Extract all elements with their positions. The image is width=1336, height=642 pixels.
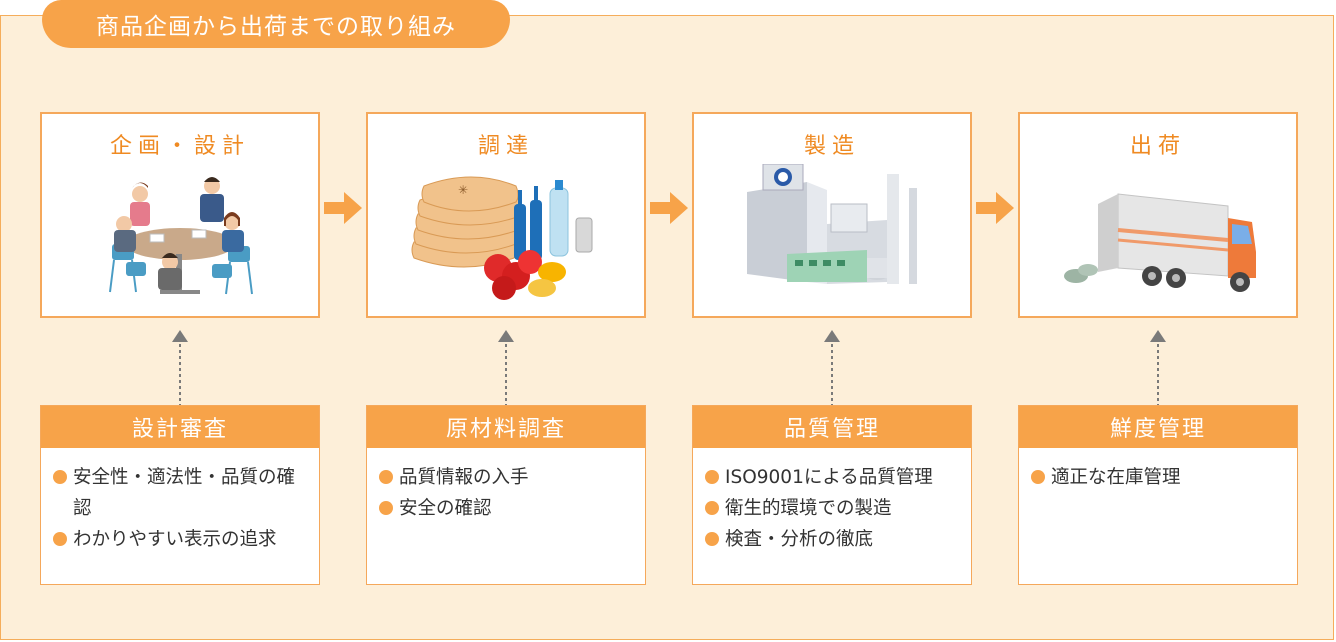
dashed-arrow-up-icon — [1150, 330, 1166, 406]
dashed-arrow-up-icon — [498, 330, 514, 406]
list-item: 衛生的環境での製造 — [705, 493, 961, 524]
list-item: 安全の確認 — [379, 493, 635, 524]
arrow-right-icon — [976, 192, 1014, 224]
step-title: 製造 — [803, 134, 860, 159]
list-item: 安全性・適法性・品質の確認 — [53, 462, 309, 524]
card-title: 原材料調査 — [367, 406, 645, 448]
list-item: 品質情報の入手 — [379, 462, 635, 493]
materials-illustration-icon: ✳ — [411, 176, 593, 300]
step-title: 調達 — [477, 134, 534, 159]
bullet-icon — [379, 501, 393, 515]
card-design-review: 設計審査 安全性・適法性・品質の確認 わかりやすい表示の追求 — [40, 405, 320, 585]
step-title: 出荷 — [1129, 134, 1186, 159]
step-title: 企画・設計 — [109, 134, 250, 159]
list-item: ISO9001による品質管理 — [705, 462, 961, 493]
arrow-right-icon — [650, 192, 688, 224]
list-item: 検査・分析の徹底 — [705, 524, 961, 555]
factory-illustration-icon — [747, 164, 917, 284]
card-title: 鮮度管理 — [1019, 406, 1297, 448]
bullet-icon — [53, 470, 67, 484]
page-title: 商品企画から出荷までの取り組み — [42, 0, 510, 48]
bullet-icon — [705, 470, 719, 484]
step-shipping: 出荷 — [1018, 112, 1298, 318]
card-title: 設計審査 — [41, 406, 319, 448]
dashed-arrow-up-icon — [172, 330, 188, 406]
step-planning: 企画・設計 — [40, 112, 320, 318]
card-freshness-control: 鮮度管理 適正な在庫管理 — [1018, 405, 1298, 585]
bullet-icon — [705, 501, 719, 515]
step-procurement: 調達 ✳ — [366, 112, 646, 318]
card-material-survey: 原材料調査 品質情報の入手 安全の確認 — [366, 405, 646, 585]
dashed-arrow-up-icon — [824, 330, 840, 406]
list-item: わかりやすい表示の追求 — [53, 524, 309, 555]
meeting-illustration-icon — [109, 177, 253, 295]
bullet-icon — [705, 532, 719, 546]
step-manufacturing: 製造 — [692, 112, 972, 318]
svg-text:✳: ✳ — [458, 183, 468, 197]
arrow-right-icon — [324, 192, 362, 224]
bullet-icon — [1031, 470, 1045, 484]
card-title: 品質管理 — [693, 406, 971, 448]
bullet-icon — [379, 470, 393, 484]
bullet-icon — [53, 532, 67, 546]
truck-illustration-icon — [1064, 193, 1256, 292]
card-quality-control: 品質管理 ISO9001による品質管理 衛生的環境での製造 検査・分析の徹底 — [692, 405, 972, 585]
list-item: 適正な在庫管理 — [1031, 462, 1287, 493]
